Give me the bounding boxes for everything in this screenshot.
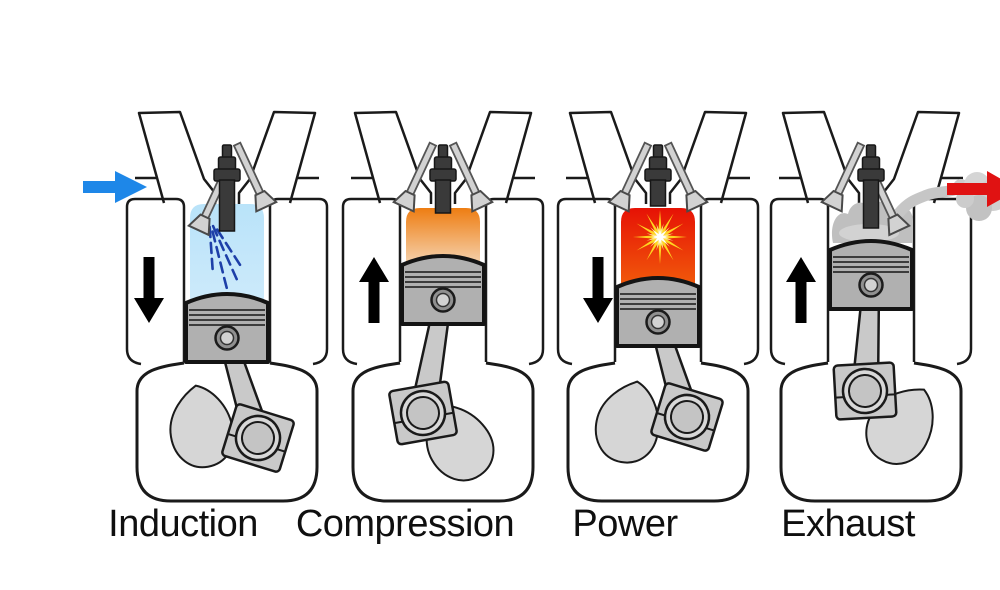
spark-plug — [644, 144, 672, 207]
crankshaft-assembly — [169, 334, 295, 473]
exhaust-valve-closed — [663, 141, 709, 213]
crank-big-end — [832, 361, 898, 421]
stage-label-induction: Induction — [108, 503, 258, 545]
spark-plug — [213, 144, 241, 232]
intake-runner — [568, 110, 648, 204]
engine-diagram-exhaust — [769, 110, 1000, 503]
stage-label-power: Power — [572, 503, 678, 545]
spark-plug — [429, 144, 457, 214]
exhaust-runner — [237, 110, 317, 204]
combustion-chamber-combustion — [621, 208, 695, 286]
ignition-spark — [633, 210, 687, 264]
combustion-chamber-compressed-mixture — [406, 208, 480, 264]
piston — [400, 254, 486, 326]
engine-stage-exhaust — [711, 101, 1000, 531]
crankshaft-assembly — [388, 297, 495, 482]
intake-runner — [781, 110, 861, 204]
exhaust-flow-arrow — [947, 171, 1000, 207]
piston — [184, 292, 270, 364]
exhaust-valve-closed — [232, 141, 278, 213]
piston-motion-arrow-down — [583, 257, 613, 323]
intake-valve-closed — [392, 141, 438, 213]
piston-motion-arrow-down — [134, 257, 164, 323]
crank-big-end — [388, 380, 458, 446]
spark-plug — [857, 144, 885, 229]
fuel-spray — [208, 224, 242, 290]
intake-runner — [353, 110, 433, 204]
intake-valve-closed — [820, 141, 866, 213]
engine-stage-compression — [283, 101, 603, 531]
crank-counterweight — [169, 384, 235, 469]
cylinder-wall-left — [566, 197, 617, 362]
engine-diagram-power — [556, 110, 760, 503]
stage-label-compression: Compression — [295, 503, 515, 545]
crankshaft-assembly — [832, 283, 934, 465]
engine-stage-induction — [67, 101, 387, 531]
exhaust-valve-closed — [448, 141, 494, 213]
cylinder-wall-left — [135, 197, 186, 362]
engine-stage-power — [498, 101, 818, 531]
intake-flow-arrow — [83, 171, 147, 203]
piston-motion-arrow-up — [786, 257, 816, 323]
crank-big-end — [221, 403, 295, 473]
engine-diagram-compression — [341, 110, 545, 503]
piston — [615, 276, 701, 348]
exhaust-runner — [453, 110, 533, 204]
piston-motion-arrow-up — [359, 257, 389, 323]
engine-diagram-induction — [83, 110, 329, 503]
stage-label-exhaust: Exhaust — [781, 503, 915, 545]
crank-big-end — [650, 382, 724, 452]
cylinder-wall-right — [912, 197, 963, 362]
piston — [828, 239, 914, 311]
intake-valve-closed — [607, 141, 653, 213]
exhaust-runner — [668, 110, 748, 204]
crankshaft-assembly — [594, 318, 724, 464]
